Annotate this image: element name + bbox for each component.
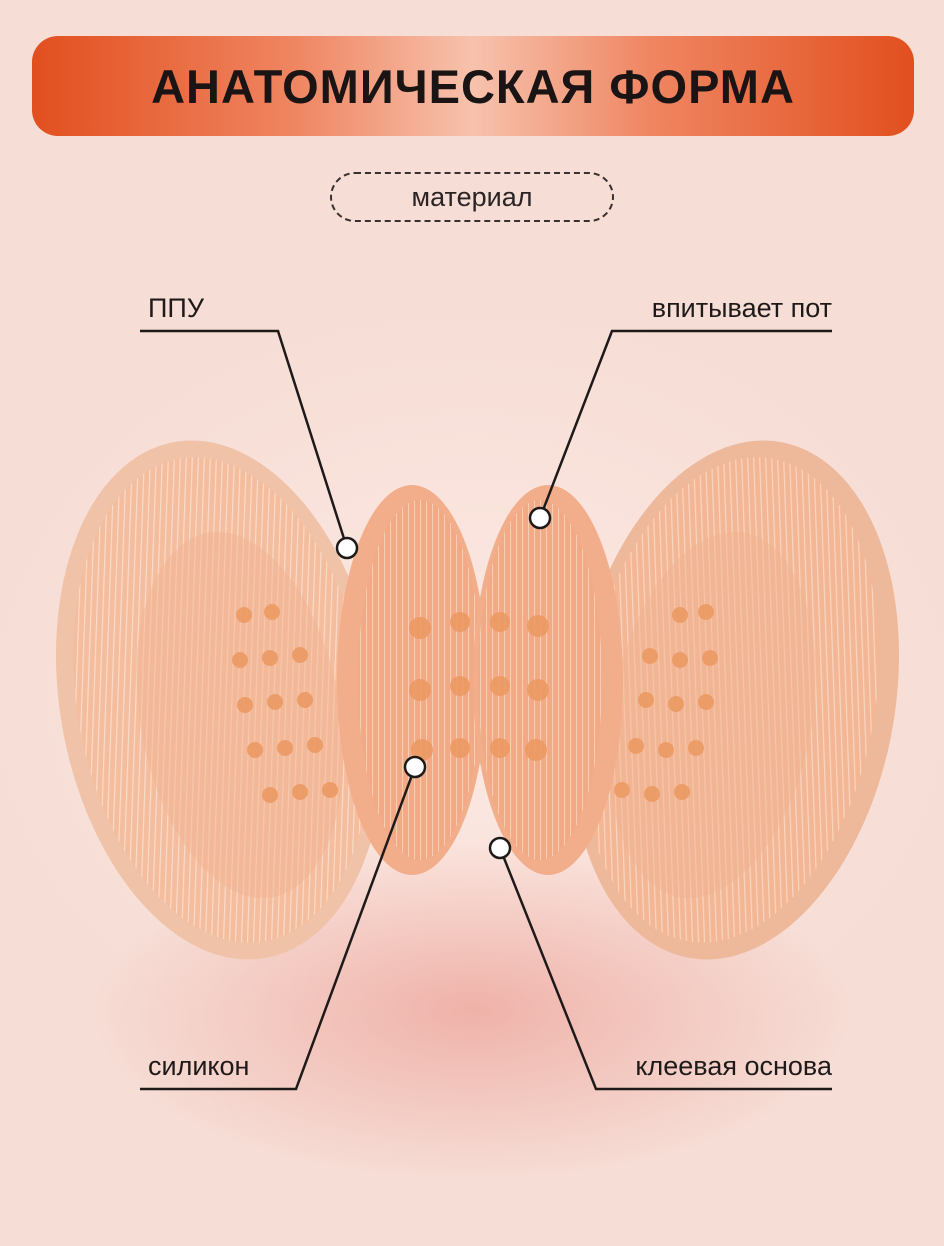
silicone-dots: [232, 604, 718, 803]
callout-marker-sweat: [528, 506, 552, 530]
callout-label-sweat: впитывает пот: [651, 293, 832, 323]
title-banner: АНАТОМИЧЕСКАЯ ФОРМА: [32, 36, 914, 136]
callout-line-silicone: [140, 766, 417, 1091]
material-pill: материал: [330, 172, 614, 222]
callout-marker-ppu: [335, 536, 359, 560]
callout-marker-silicone: [403, 755, 427, 779]
right-outer-pad: [570, 440, 900, 960]
callout-label-ppu: ППУ: [148, 293, 204, 323]
banner-title: АНАТОМИЧЕСКАЯ ФОРМА: [151, 59, 795, 113]
callout-line-sweat: [538, 329, 832, 519]
left-outer-pad: [55, 440, 385, 960]
callout-line-ppu: [140, 329, 349, 549]
callout-label-silicone: силикон: [148, 1051, 250, 1081]
material-pill-label: материал: [411, 181, 533, 212]
callout-marker-base: [488, 836, 512, 860]
callout-line-base: [498, 847, 832, 1091]
callout-label-base: клеевая основа: [635, 1051, 832, 1081]
